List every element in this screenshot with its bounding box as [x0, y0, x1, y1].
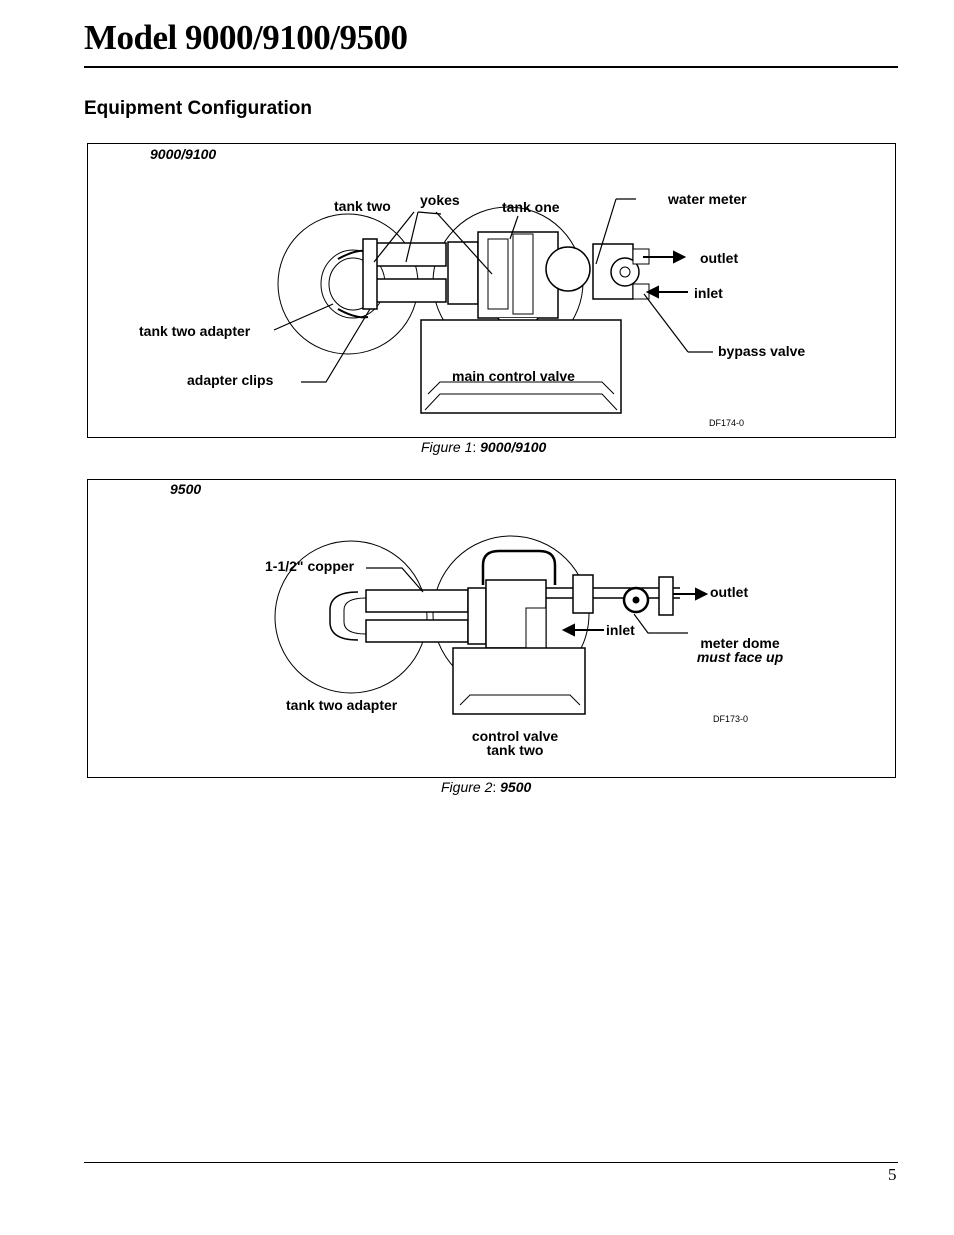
- yoke-lower: [367, 278, 447, 303]
- label-yokes: yokes: [420, 192, 460, 208]
- figure-2-drawing: [274, 535, 709, 715]
- figure-2-panel-label: 9500: [170, 481, 202, 497]
- copper-pipe-lower: [365, 619, 469, 643]
- page-number: 5: [888, 1165, 897, 1184]
- label-tank-two-adapter: tank two adapter: [286, 697, 398, 713]
- figure-2-box: 9500 1-1/2" copper outlet inlet meter do…: [87, 479, 896, 778]
- page-title: Model 9000/9100/9500: [84, 18, 408, 57]
- drawing-code-1: DF174-0: [709, 418, 745, 428]
- label-copper: 1-1/2" copper: [265, 558, 355, 574]
- label-meter-dome: meter dome: [700, 635, 780, 651]
- label-tank-two-adapter: tank two adapter: [139, 323, 251, 339]
- header-rule: [84, 66, 898, 68]
- figure-1-leader-lines: [273, 198, 713, 383]
- bypass-loop: [481, 549, 557, 585]
- label-tank-two: tank two: [334, 198, 391, 214]
- label-inlet: inlet: [694, 285, 723, 301]
- label-adapter-clips: adapter clips: [187, 372, 274, 388]
- label-control-valve-tank-two: tank two: [486, 742, 544, 758]
- figure-1-caption: Figure 1: 9000/9100: [421, 439, 547, 455]
- figure-2-caption: Figure 2: 9500: [441, 779, 532, 795]
- label-water-meter: water meter: [668, 191, 747, 207]
- figure-1-panel-label: 9000/9100: [150, 146, 217, 162]
- section-title: Equipment Configuration: [84, 98, 312, 119]
- valve-body: [477, 231, 559, 319]
- label-inlet: inlet: [606, 622, 635, 638]
- union-fitting: [572, 574, 594, 614]
- inlet-arrow: [645, 285, 688, 299]
- outlet-arrow: [673, 587, 709, 601]
- tank-two-adapter-u: [329, 591, 359, 641]
- figure-1-drawing: [273, 198, 713, 414]
- water-meter-dial: [545, 246, 591, 292]
- label-tank-one: tank one: [502, 199, 560, 215]
- label-control-valve: control valve: [471, 728, 559, 744]
- label-must-face-up: must face up: [696, 649, 784, 665]
- label-outlet: outlet: [710, 584, 749, 600]
- inlet-arrow: [561, 623, 604, 637]
- footer-rule: [84, 1162, 898, 1163]
- outlet-arrow: [643, 250, 687, 264]
- label-main-control-valve: main control valve: [452, 368, 575, 384]
- label-outlet: outlet: [700, 250, 739, 266]
- base-box: [452, 647, 586, 715]
- copper-pipe-upper: [365, 589, 469, 613]
- base-box: [420, 319, 622, 414]
- drawing-code-2: DF173-0: [713, 714, 749, 724]
- tank-two-outline: [274, 540, 428, 694]
- figure-2-leader-lines: [366, 567, 688, 634]
- label-bypass-valve: bypass valve: [718, 343, 806, 359]
- figure-1-box: 9000/9100 tank two yokes tank one water …: [87, 143, 896, 438]
